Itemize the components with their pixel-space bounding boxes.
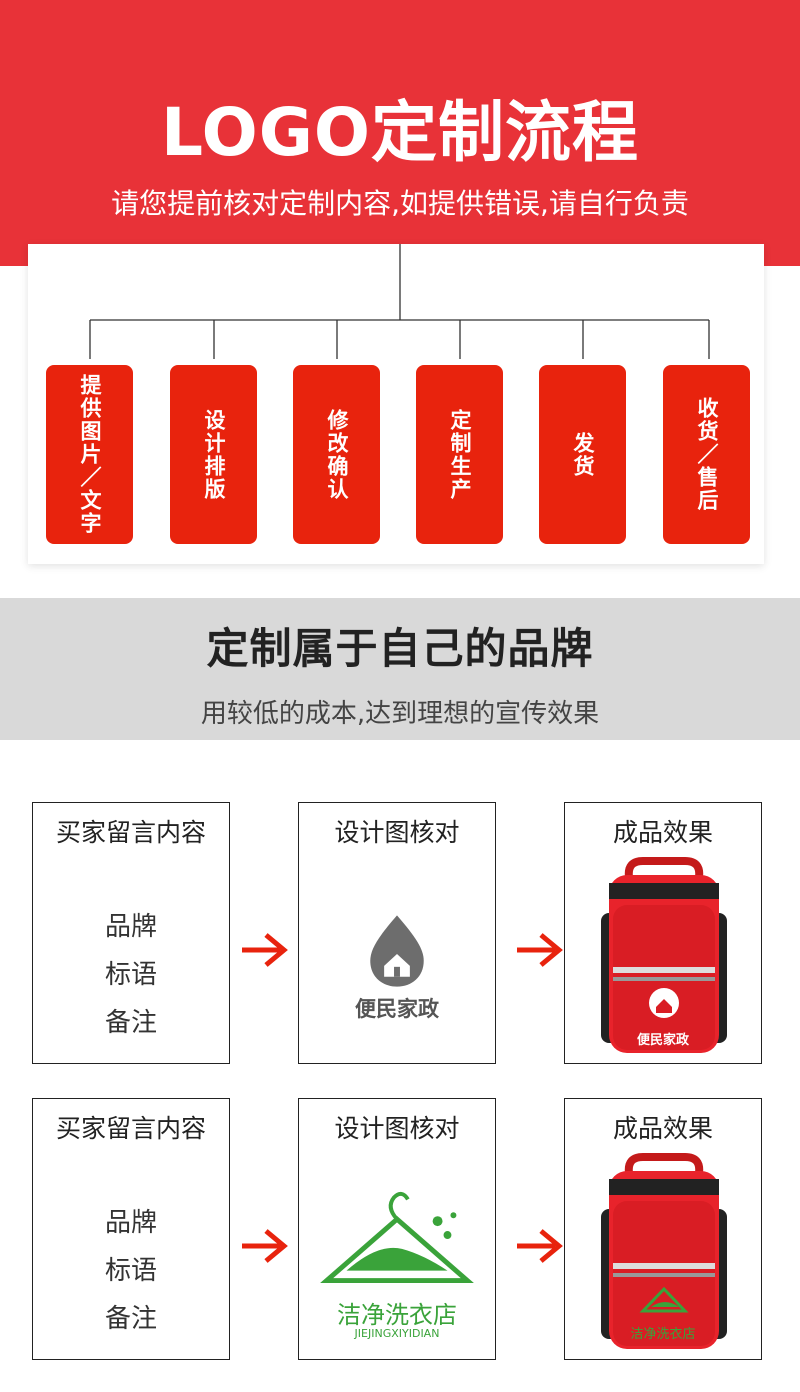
design-check-box: 设计图核对 洁净洗衣店 JIEJINGXIYIDIAN (298, 1098, 496, 1360)
logo-wordmark: 便民家政 (355, 997, 439, 1021)
box-title: 成品效果 (612, 818, 713, 847)
message-items: 品牌 标语 备注 (33, 903, 229, 1047)
item-notes: 备注 (104, 1304, 157, 1334)
housekeeping-logo-icon (370, 915, 424, 987)
section-subtitle: 用较低的成本,达到理想的宣传效果 (200, 699, 600, 729)
buyer-message-box: 买家留言内容 品牌 标语 备注 (32, 1098, 230, 1360)
step-label: 收货／售后 (695, 397, 719, 512)
section-title: 定制属于自己的品牌 (206, 624, 594, 673)
step-provide-image: 提供图片／文字 (46, 365, 133, 544)
box-title: 买家留言内容 (55, 818, 206, 847)
arrow-right-icon (517, 1229, 563, 1263)
box-title: 设计图核对 (334, 1114, 460, 1143)
logo-pinyin: JIEJINGXIYIDIAN (354, 1327, 440, 1340)
hanger-logo-icon (320, 1191, 474, 1284)
box-title: 买家留言内容 (55, 1114, 206, 1143)
product-result-box: 成品效果 便民家政 (564, 802, 762, 1064)
brand-band (0, 598, 800, 740)
item-notes: 备注 (104, 1008, 157, 1038)
logo-wordmark: 洁净洗衣店 (337, 1301, 457, 1329)
page-title: LOGO定制流程 (160, 94, 640, 171)
step-label: 提供图片／文字 (78, 374, 102, 535)
box-title: 成品效果 (612, 1114, 713, 1143)
arrow-right-icon (242, 1229, 288, 1263)
step-label: 修改确认 (325, 408, 349, 501)
design-check-box: 设计图核对 便民家政 (298, 802, 496, 1064)
message-items: 品牌 标语 备注 (33, 1199, 229, 1343)
step-label: 定制生产 (448, 408, 472, 501)
buyer-message-box: 买家留言内容 品牌 标语 备注 (32, 802, 230, 1064)
item-brand: 品牌 (104, 1208, 157, 1238)
process-flow-card: 提供图片／文字 设计排版 修改确认 定制生产 发货 收货／售后 (28, 244, 764, 564)
backpack-icon (601, 1153, 727, 1349)
step-receive-aftersales: 收货／售后 (663, 365, 750, 544)
step-label: 发货 (571, 431, 595, 478)
page-subtitle: 请您提前核对定制内容,如提供错误,请自行负责 (111, 187, 689, 220)
hero-banner (0, 0, 800, 266)
product-badge-text: 洁净洗衣店 (630, 1327, 696, 1342)
item-slogan: 标语 (104, 960, 157, 990)
step-revise-confirm: 修改确认 (293, 365, 380, 544)
flow-connector-lines (89, 244, 710, 359)
step-design-layout: 设计排版 (170, 365, 257, 544)
step-label: 设计排版 (202, 408, 226, 501)
box-title: 设计图核对 (334, 818, 460, 847)
step-shipping: 发货 (539, 365, 626, 544)
product-result-box: 成品效果 洁净洗衣店 (564, 1098, 762, 1360)
arrow-right-icon (517, 933, 563, 967)
step-production: 定制生产 (416, 365, 503, 544)
arrow-right-icon (242, 933, 288, 967)
item-brand: 品牌 (104, 912, 157, 942)
product-badge-text: 便民家政 (636, 1033, 689, 1048)
backpack-icon (601, 857, 727, 1053)
item-slogan: 标语 (104, 1256, 157, 1286)
